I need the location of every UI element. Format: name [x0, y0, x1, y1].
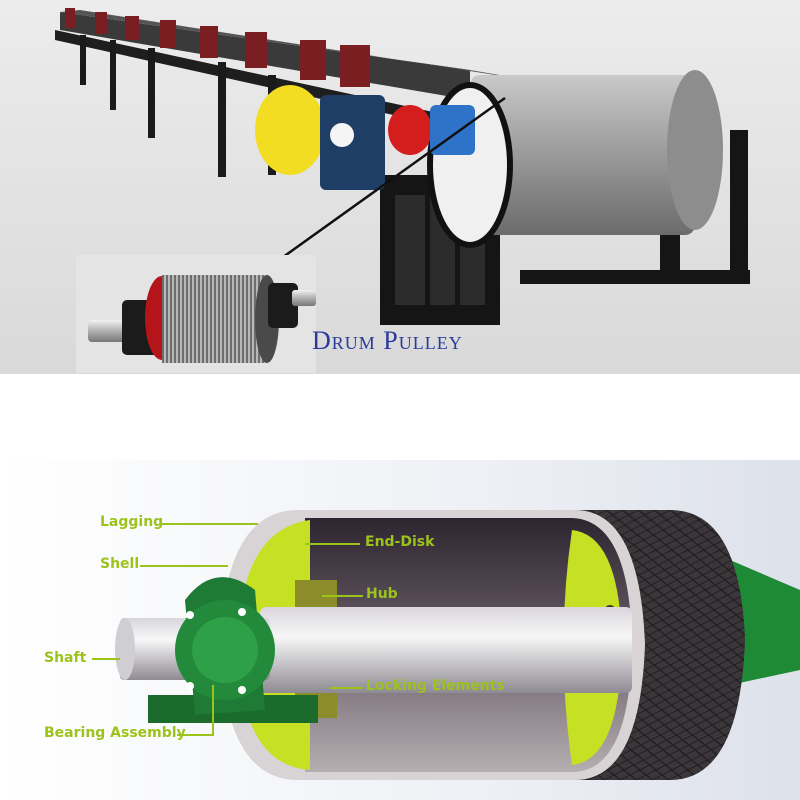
- drum-pulley: [427, 70, 723, 248]
- conveyor-scene: [0, 0, 800, 374]
- label-shell: Shell: [100, 556, 140, 572]
- drum-pulley-caption: Drum Pulley: [312, 326, 463, 355]
- cutaway-scene: [0, 460, 800, 800]
- bearing-assembly: [148, 577, 318, 723]
- drum-pulley-inset: [76, 255, 316, 373]
- drive-frame: [730, 560, 800, 685]
- pulley-cutaway-diagram: Lagging Shell End-Disk Hub Shaft Locking…: [0, 440, 800, 800]
- hub: [295, 580, 337, 608]
- conveyor-illustration: Drum Pulley: [0, 0, 800, 374]
- leader-lines: [92, 523, 363, 736]
- motor: [255, 85, 325, 175]
- label-hub: Hub: [366, 586, 398, 602]
- gearbox: [320, 95, 385, 190]
- shaft: [260, 607, 632, 693]
- label-end-disk: End-Disk: [365, 534, 435, 550]
- coupling: [388, 105, 432, 155]
- label-shaft: Shaft: [44, 650, 87, 666]
- label-lagging: Lagging: [100, 514, 164, 530]
- label-bearing-assembly: Bearing Assembly: [44, 725, 186, 741]
- drive-unit: [255, 85, 475, 190]
- idler-rollers: [65, 8, 370, 87]
- label-locking-elements: Locking Elements: [366, 678, 505, 694]
